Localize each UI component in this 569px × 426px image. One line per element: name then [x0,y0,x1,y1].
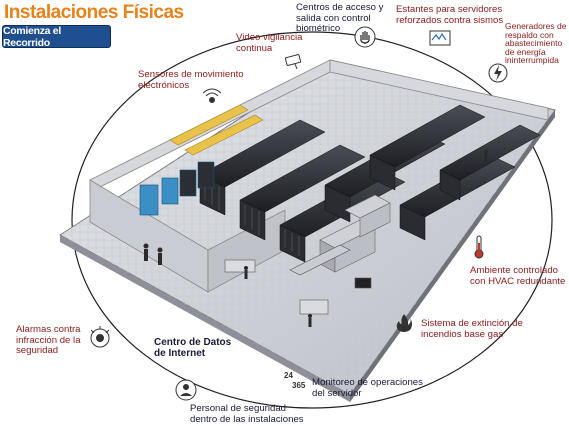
label-motion-sensors[interactable]: Sensores de movimiento electrónicos [138,69,244,91]
rack-monitor-icon[interactable] [428,28,452,48]
operations-room [224,244,372,315]
label-security-alarms[interactable]: Alarmas contra infracción de la segurida… [16,324,81,356]
label-hvac[interactable]: Ambiente controlado con HVAC redundante [470,265,566,287]
orbit-ring [71,31,553,409]
label-seismic-racks[interactable]: Estantes para servidores reforzados cont… [396,4,504,26]
page-title: Instalaciones Físicas [4,2,184,23]
24-365-clock-icon[interactable]: 24 365 [282,368,312,392]
people [143,150,488,327]
cooling-units [139,161,215,216]
label-access-control[interactable]: Centros de acceso y salida con control b… [296,2,384,34]
security-camera-icon[interactable] [283,52,305,70]
cable-tray [169,104,264,156]
fire-icon[interactable] [394,312,414,334]
label-operations-monitoring[interactable]: Monitoreo de operaciones del servidor [312,377,423,399]
label-security-staff[interactable]: Personal de seguridad dentro de las inst… [190,403,304,425]
label-fire-suppression[interactable]: Sistema de extinción de incendios base g… [421,318,523,340]
label-internet-data-center[interactable]: Centro de Datos de Internet [154,337,232,359]
start-tour-button[interactable]: Comienza el Recorrido [2,25,111,49]
svg-text:365: 365 [292,381,306,390]
power-lightning-icon[interactable] [488,62,508,84]
alarm-siren-icon[interactable] [88,326,112,350]
hand-biometric-icon[interactable] [354,26,376,48]
security-guard-icon[interactable] [174,378,198,402]
server-racks [199,104,541,263]
label-video-surveillance[interactable]: Video vigilancia continua [236,32,303,54]
svg-text:24: 24 [284,371,293,380]
label-backup-generators[interactable]: Generadores de respaldo con abastecimien… [505,21,567,66]
motion-sensor-icon[interactable] [201,88,223,108]
thermometer-icon[interactable] [471,234,487,260]
